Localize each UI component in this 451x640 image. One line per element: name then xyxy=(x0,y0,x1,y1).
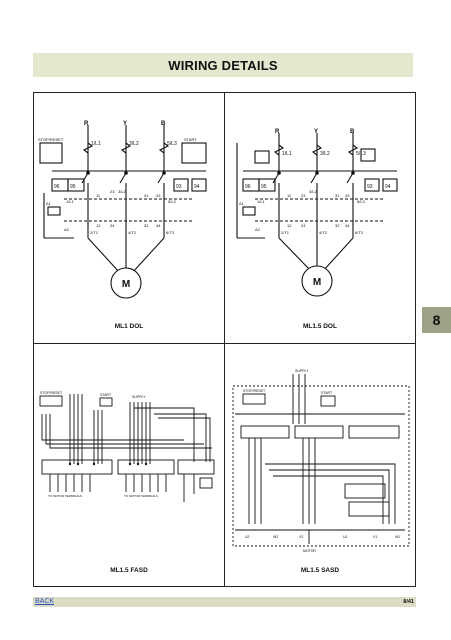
label-44: 44 xyxy=(345,223,350,228)
label-l2: 3/L2 xyxy=(129,141,139,147)
label-3l2: 3/L2 xyxy=(118,189,127,194)
page-number: 8/41 xyxy=(403,599,414,605)
label-v1: V1 xyxy=(373,535,377,539)
label-motor-terminals-1: TO MOTOR TERMINALS xyxy=(48,494,82,498)
label-24: 24 xyxy=(110,223,115,228)
label-94: 94 xyxy=(194,184,200,190)
label-phase-y: Y xyxy=(314,129,318,135)
footer-bar: BACK 8/41 xyxy=(33,597,416,607)
label-32: 32 xyxy=(144,223,149,228)
wiring-diagram-ml15-dol: R Y B 1/L1 3/L2 5/L3 96 95 93 94 1/L1 11… xyxy=(236,129,398,297)
label-31: 31 xyxy=(335,193,340,198)
label-motor: MOTOR xyxy=(303,549,316,553)
label-start: START xyxy=(184,137,197,142)
label-w1: W1 xyxy=(395,535,400,539)
label-6t3: 6/T3 xyxy=(355,230,364,235)
label-stop-reset: STOP/RESET xyxy=(243,389,266,393)
label-31: 31 xyxy=(144,193,149,198)
page-title-bar: WIRING DETAILS xyxy=(33,53,413,77)
label-93: 93 xyxy=(367,184,373,190)
label-u2: U2 xyxy=(245,535,250,539)
panel-ml15-dol: R Y B 1/L1 3/L2 5/L3 96 95 93 94 1/L1 11… xyxy=(225,93,415,343)
wiring-diagram-ml15-fasd: STOP/RESET START SUPPLY TO MOTOR TERMINA… xyxy=(39,391,215,502)
label-stop-reset: STOP/RESET xyxy=(40,391,63,395)
label-phase-r: R xyxy=(84,121,89,127)
label-phase-r: R xyxy=(275,129,280,135)
label-phase-y: Y xyxy=(123,121,127,127)
label-phase-b: B xyxy=(350,129,355,135)
label-u1: U1 xyxy=(343,535,348,539)
label-a1: A1 xyxy=(46,201,52,206)
frame-divider-horizontal xyxy=(34,343,415,344)
label-6t3: 6/T3 xyxy=(166,230,175,235)
label-1l1: 1/L1 xyxy=(257,199,266,204)
label-motor-terminals-2: TO MOTOR TERMINALS xyxy=(124,494,158,498)
panel-ml1-dol: R Y B 1/L1 3/L2 5/L3 STOP/RESET START 96… xyxy=(34,93,224,343)
label-95: 95 xyxy=(261,184,267,190)
page-title: WIRING DETAILS xyxy=(168,57,278,73)
motor-label: M xyxy=(313,277,321,288)
label-96: 96 xyxy=(54,184,60,190)
label-43: 43 xyxy=(345,193,350,198)
label-94: 94 xyxy=(385,184,391,190)
label-stop-reset: STOP/RESET xyxy=(38,137,64,142)
label-44: 44 xyxy=(156,223,161,228)
label-phase-b: B xyxy=(161,121,166,127)
label-32: 32 xyxy=(335,223,340,228)
diagram-frame: R Y B 1/L1 3/L2 5/L3 STOP/RESET START 96… xyxy=(33,92,416,587)
panel-caption: ML1.5 DOL xyxy=(303,323,337,330)
label-a1: A1 xyxy=(239,201,245,206)
label-l3: 5/L3 xyxy=(167,141,177,147)
label-3l2: 3/L2 xyxy=(309,189,318,194)
label-11: 11 xyxy=(96,193,101,198)
label-43: 43 xyxy=(156,193,161,198)
label-23: 23 xyxy=(301,193,306,198)
panel-ml15-sasd: SUPPLY STOP/RESET START U2 W2 V2 U1 V1 W… xyxy=(225,344,415,588)
panel-caption: ML1 DOL xyxy=(114,323,144,330)
section-tab[interactable]: 8 xyxy=(422,307,451,333)
section-tab-label: 8 xyxy=(432,312,441,328)
back-link[interactable]: BACK xyxy=(35,598,55,605)
label-4t2: 4/T2 xyxy=(319,230,328,235)
panel-ml15-fasd: STOP/RESET START SUPPLY TO MOTOR TERMINA… xyxy=(34,344,224,588)
label-4t2: 4/T2 xyxy=(128,230,137,235)
wiring-diagram-ml1-dol: R Y B 1/L1 3/L2 5/L3 STOP/RESET START 96… xyxy=(38,121,207,299)
label-supply: SUPPLY xyxy=(132,395,146,399)
label-2t1: 2/T1 xyxy=(90,230,99,235)
label-v2: V2 xyxy=(299,535,303,539)
label-a2: A2 xyxy=(255,227,261,232)
label-2t1: 2/T1 xyxy=(281,230,290,235)
panel-caption: ML1.5 SASD xyxy=(300,567,340,574)
label-23: 23 xyxy=(110,189,115,194)
label-start: START xyxy=(321,391,333,395)
label-l1: 1/L1 xyxy=(91,141,101,147)
label-1l1: 1/L1 xyxy=(66,199,75,204)
label-11: 11 xyxy=(287,193,292,198)
wiring-diagram-ml15-sasd: SUPPLY STOP/RESET START U2 W2 V2 U1 V1 W… xyxy=(232,369,410,553)
label-93: 93 xyxy=(176,184,182,190)
panel-caption: ML1.5 FASD xyxy=(110,567,148,574)
label-5l3: 5/L3 xyxy=(357,199,366,204)
label-supply: SUPPLY xyxy=(295,369,309,373)
label-5l3: 5/L3 xyxy=(168,199,177,204)
label-start: START xyxy=(100,393,112,397)
label-96: 96 xyxy=(245,184,251,190)
label-95: 95 xyxy=(70,184,76,190)
label-a2: A2 xyxy=(64,227,70,232)
label-w2: W2 xyxy=(273,535,278,539)
label-12: 12 xyxy=(287,223,292,228)
label-l1: 1/L1 xyxy=(282,151,292,157)
label-l3: 5/L3 xyxy=(356,151,366,157)
label-l2: 3/L2 xyxy=(320,151,330,157)
frame-divider-vertical xyxy=(224,93,225,586)
label-24: 24 xyxy=(301,223,306,228)
label-12: 12 xyxy=(96,223,101,228)
motor-label: M xyxy=(122,279,130,290)
